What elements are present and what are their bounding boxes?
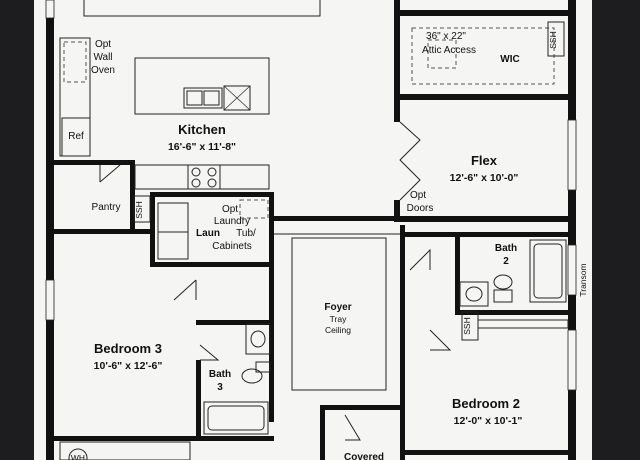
pantry-top-wall bbox=[54, 160, 134, 165]
flex-dims: 12'-6" x 10'-0" bbox=[450, 172, 519, 184]
flex-bottom-wall bbox=[394, 216, 572, 222]
opt-doors-line2: Doors bbox=[407, 203, 434, 214]
hall-left-wall bbox=[269, 192, 274, 422]
hall-right-wall bbox=[400, 225, 405, 460]
cooktop bbox=[187, 164, 221, 190]
bath2-left-wall bbox=[455, 232, 460, 312]
covered-label: Covered bbox=[344, 452, 384, 460]
foyer-label: Foyer bbox=[324, 302, 351, 313]
sink bbox=[183, 87, 223, 109]
bath2-toilet-tank bbox=[493, 289, 513, 303]
kitchen-area bbox=[59, 37, 270, 190]
kitchen-island bbox=[134, 57, 270, 115]
flex-opt-doors bbox=[399, 121, 421, 201]
bath2-sink bbox=[459, 281, 489, 307]
foyer-tray-outline bbox=[291, 237, 387, 391]
bath2-toilet bbox=[493, 274, 513, 290]
transom-label: Transom bbox=[578, 263, 588, 296]
bedroom2-label: Bedroom 2 bbox=[452, 396, 520, 411]
laundry-top-wall bbox=[150, 192, 274, 197]
foyer-top-wall bbox=[274, 216, 394, 221]
opt-wall-oven-line2: Wall bbox=[93, 52, 112, 63]
ref-space bbox=[61, 117, 91, 157]
windows bbox=[45, 0, 577, 391]
bath3-tub bbox=[203, 401, 269, 435]
ssh-wic-label: SSH bbox=[548, 31, 558, 48]
bath3-toilet bbox=[241, 368, 263, 384]
pantry-label: Pantry bbox=[92, 202, 121, 213]
kitchen-label: Kitchen bbox=[178, 122, 226, 137]
ceiling-outline bbox=[83, 0, 321, 17]
foyer-sub2: Ceiling bbox=[325, 325, 351, 335]
opt-laundry-line2: Laundry bbox=[214, 216, 250, 227]
wh-label: WH bbox=[71, 453, 85, 460]
wall-oven-outline bbox=[63, 41, 87, 83]
opt-wall-oven-line1: Opt bbox=[95, 39, 111, 50]
bath2-bottom-wall bbox=[455, 310, 570, 315]
wic-left-wall bbox=[394, 0, 400, 96]
ref-label: Ref bbox=[68, 131, 84, 142]
opt-doors-line1: Opt bbox=[410, 190, 426, 201]
bath3-num: 3 bbox=[217, 382, 223, 393]
ssh-pantry-label: SSH bbox=[134, 201, 144, 218]
opt-laundry-line4: Cabinets bbox=[212, 241, 251, 252]
bath2-tub bbox=[529, 239, 567, 303]
bedroom2-dims: 12'-0" x 10'-1" bbox=[454, 415, 523, 427]
opt-laundry-line1: Opt bbox=[222, 204, 238, 215]
bath3-door bbox=[199, 344, 220, 361]
attic-size-label: 36" x 22" bbox=[426, 31, 466, 42]
attic-access-label: Attic Access bbox=[422, 45, 476, 56]
ssh-bath2-label: SSH bbox=[462, 317, 472, 334]
bath2-num: 2 bbox=[503, 256, 509, 267]
bath3-toilet-tank bbox=[255, 361, 271, 373]
bath2-top-wall bbox=[405, 232, 570, 237]
bath3-label: Bath bbox=[209, 369, 231, 380]
left-exterior-wall bbox=[46, 0, 54, 460]
attic-access-outline bbox=[427, 39, 457, 69]
ssh-bath2-box bbox=[461, 311, 479, 341]
flex-left-wall-top bbox=[394, 100, 400, 122]
laundry-tub bbox=[239, 199, 269, 219]
right-exterior-wall bbox=[568, 0, 576, 460]
opt-laundry-line3: Tub/ bbox=[236, 228, 256, 239]
water-heater bbox=[68, 448, 88, 460]
bed3-top-wall bbox=[54, 229, 154, 234]
covered-left-wall bbox=[320, 405, 325, 460]
bed3-closet bbox=[59, 441, 191, 460]
flex-label: Flex bbox=[471, 153, 498, 168]
foyer-sub1: Tray bbox=[330, 314, 347, 324]
bed3-door bbox=[173, 279, 197, 301]
bed2-door bbox=[429, 329, 452, 351]
bed3-bottom-wall bbox=[54, 436, 274, 441]
ssh-pantry-box bbox=[133, 195, 151, 223]
bath3-left-wall bbox=[196, 360, 201, 440]
wic-top-wall bbox=[400, 10, 570, 16]
bath2-door bbox=[409, 248, 431, 271]
bath3-sink bbox=[245, 323, 271, 355]
covered-top-wall bbox=[320, 405, 400, 410]
bath2-label: Bath bbox=[495, 243, 517, 254]
bath3-top-wall bbox=[196, 320, 274, 325]
dishwasher bbox=[223, 85, 251, 111]
laundry-appliances bbox=[157, 202, 189, 260]
opt-wall-oven-line3: Oven bbox=[91, 65, 115, 76]
walls bbox=[46, 0, 576, 460]
bed2-bottom-wall bbox=[405, 450, 570, 455]
pantry-right-wall bbox=[130, 160, 135, 230]
covered-door bbox=[344, 414, 361, 441]
kitchen-dims: 16'-6" x 11'-8" bbox=[168, 141, 236, 153]
bed3-top-wall-2 bbox=[154, 262, 274, 267]
laundry-label: Laun bbox=[196, 228, 220, 239]
wic-label: WIC bbox=[500, 54, 519, 65]
flex-top-wall bbox=[394, 94, 572, 100]
bedroom3-dims: 10'-6" x 12'-6" bbox=[94, 360, 163, 372]
pantry-door bbox=[99, 164, 121, 183]
ssh-wic-box bbox=[547, 21, 565, 57]
flex-left-wall-bottom bbox=[394, 200, 400, 222]
bedroom3-label: Bedroom 3 bbox=[94, 341, 162, 356]
